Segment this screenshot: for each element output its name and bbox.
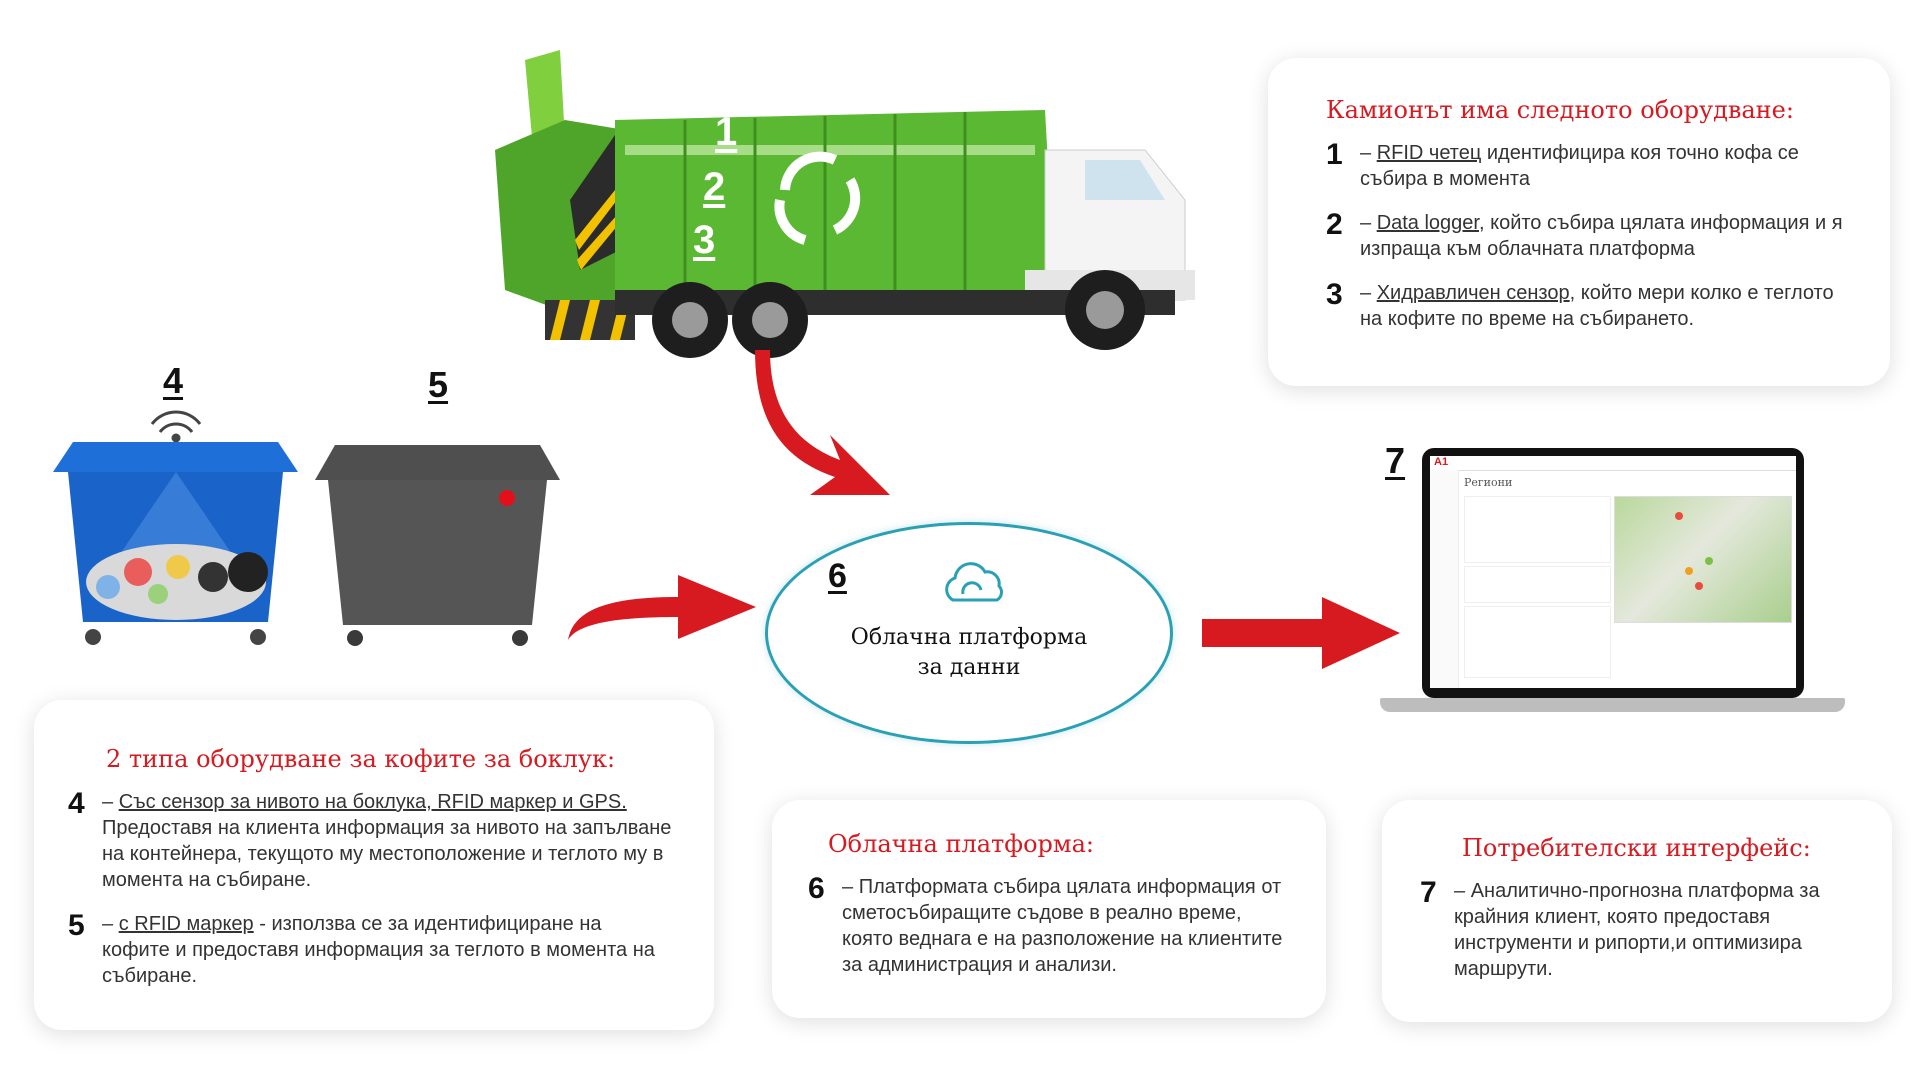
truck-card-title: Камионът има следното оборудване: <box>1326 96 1794 124</box>
cloud-node-label-1: Облачна платформа <box>850 625 1088 650</box>
recycle-icon <box>774 151 861 245</box>
cloud-card-title: Облачна платформа: <box>828 830 1094 858</box>
app-logo: A1 <box>1434 456 1449 468</box>
screen-title: Региони <box>1464 476 1513 489</box>
cloud-icon <box>945 562 1003 602</box>
user-interface-card: Потребителски интерфейс: 7– Аналитично-п… <box>1382 800 1892 1022</box>
truck-item-1: 1– RFID четец идентифицира коя точно коф… <box>1326 138 1799 191</box>
smart-bin-blue <box>53 410 298 645</box>
data-logger-link: Data logger <box>1376 212 1479 234</box>
hydraulic-sensor-link: Хидравличен сензор <box>1376 282 1570 304</box>
laptop: A1 Региони <box>1380 448 1845 728</box>
ui-item-7: 7– Аналитично-прогнозна платформа за кра… <box>1420 876 1820 981</box>
truck-item-2: 2– Data logger, който събира цялата инфо… <box>1326 208 1843 261</box>
cloud-platform-card: Облачна платформа: 6– Платформата събира… <box>772 800 1326 1018</box>
bin-grey <box>315 445 560 646</box>
truck-item-3: 3– Хидравличен сензор, който мери колко … <box>1326 278 1834 331</box>
laptop-screen: A1 Региони <box>1422 448 1804 698</box>
wifi-icon <box>150 410 202 443</box>
rfid-reader-link: RFID четец <box>1376 142 1482 164</box>
bins-item-5: 5– с RFID маркер - използва се за иденти… <box>68 909 655 988</box>
cloud-node-label-2: за данни <box>917 655 1021 680</box>
bins-equipment-card: 2 типа оборудване за кофите за боклук: 4… <box>34 700 714 1030</box>
truck-equipment-card: Камионът има следното оборудване: 1– RFI… <box>1268 58 1890 386</box>
bin-label-5: 5 <box>428 364 449 405</box>
ui-card-title: Потребителски интерфейс: <box>1462 834 1811 862</box>
truck-label-1: 1 <box>715 110 738 154</box>
map-panel <box>1614 496 1792 623</box>
truck-label-3: 3 <box>693 218 716 262</box>
laptop-label-7: 7 <box>1385 440 1406 481</box>
rfid-marker-link: с RFID маркер <box>118 913 254 935</box>
cloud-node-num: 6 <box>828 557 847 595</box>
rfid-marker-dot <box>499 490 515 506</box>
arrow-bins-to-cloud <box>568 575 756 640</box>
truck-label-2: 2 <box>703 165 726 209</box>
cloud-platform-node: 6 Облачна платформа за данни <box>765 522 1173 744</box>
arrow-cloud-to-laptop <box>1202 597 1400 669</box>
trash-pile <box>86 544 268 620</box>
arrow-truck-to-cloud <box>755 350 890 495</box>
bins-item-4: 4– Със сензор за нивото на боклука, RFID… <box>68 787 672 892</box>
bins-card-title: 2 типа оборудване за кофите за боклук: <box>106 745 616 773</box>
cloud-item-6: 6– Платформата събира цялата информация … <box>808 872 1283 977</box>
bin-label-4: 4 <box>163 360 184 401</box>
garbage-truck-illustration <box>495 50 1195 358</box>
smart-bin-link: Със сензор за нивото на боклука, RFID ма… <box>118 791 627 813</box>
